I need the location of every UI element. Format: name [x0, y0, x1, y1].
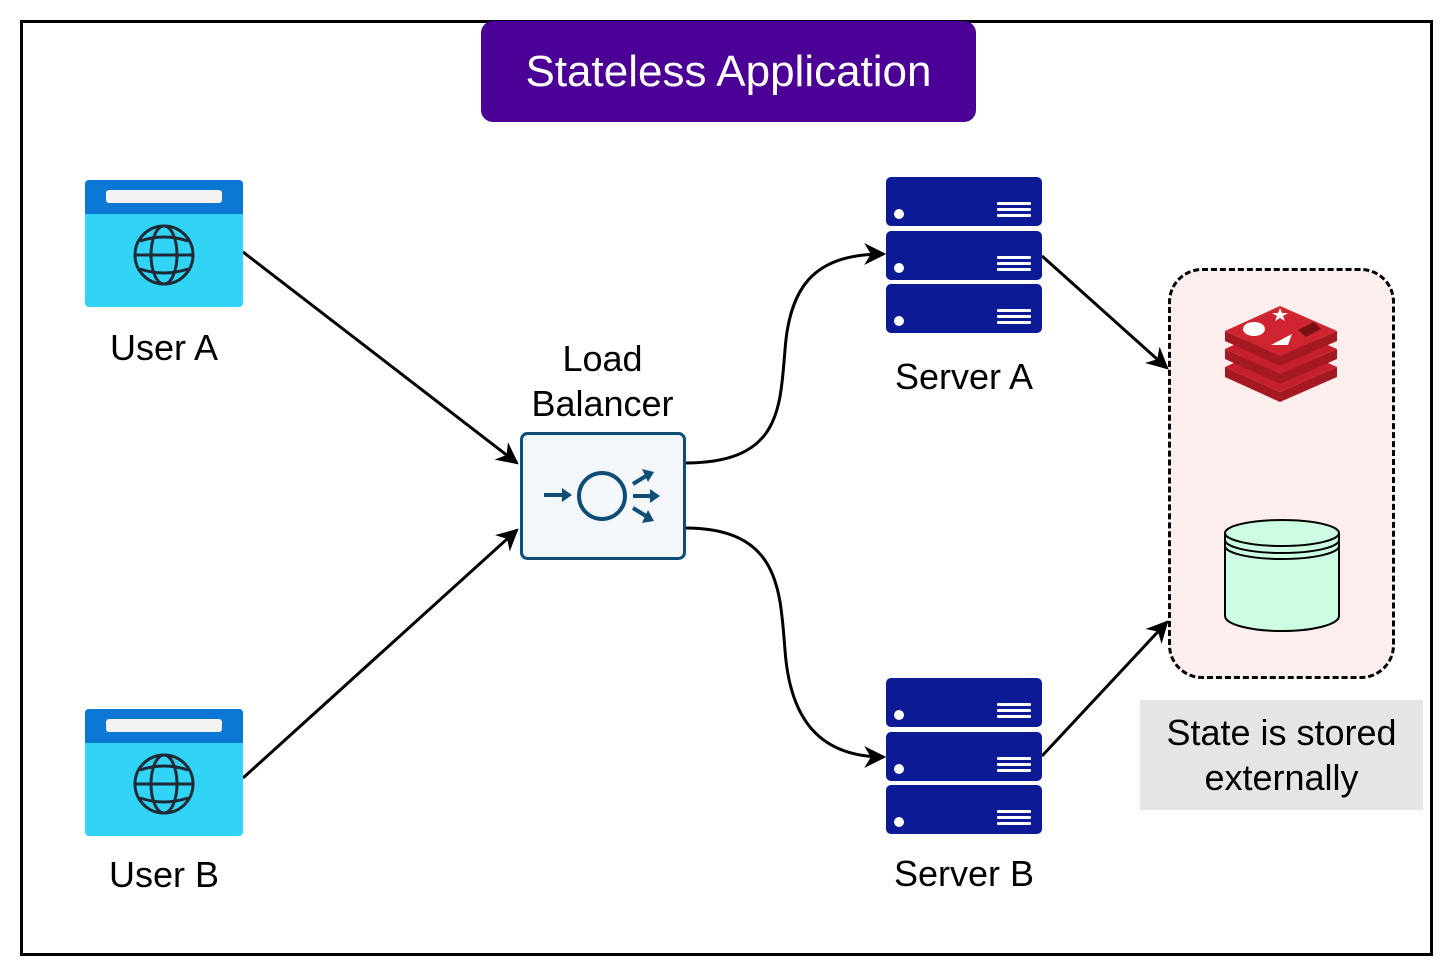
server-rack-icon [886, 177, 1042, 333]
edge-lb-to-server-a [684, 243, 887, 465]
server-a-node [886, 177, 1042, 338]
edge-lb-to-server-b [684, 526, 887, 768]
user-a-label: User A [109, 327, 219, 368]
external-state-note: State is stored externally [1140, 700, 1423, 810]
edge-user-a-to-lb [242, 250, 519, 465]
redis-icon [1225, 306, 1337, 402]
note-line2: externally [1204, 757, 1359, 798]
browser-globe-icon [85, 180, 243, 307]
edge-server-a-to-store [1040, 254, 1169, 370]
load-balancer-label-line1: Load [562, 338, 643, 379]
load-balancer-icon [520, 432, 686, 560]
diagram-title: Stateless Application [481, 21, 976, 122]
edge-user-b-to-lb [241, 528, 519, 780]
load-balancer-label-line2: Balancer [531, 383, 674, 424]
database-cylinder-icon [1224, 519, 1340, 632]
database-node [1222, 518, 1342, 643]
server-b-label: Server B [893, 853, 1035, 894]
server-a-label: Server A [894, 356, 1034, 397]
user-b-node [85, 709, 243, 841]
server-b-node [886, 678, 1042, 839]
cache-node [1222, 305, 1340, 410]
browser-globe-icon [85, 709, 243, 836]
user-a-node [85, 180, 243, 312]
load-balancer-node [520, 432, 686, 565]
diagram-title-text: Stateless Application [525, 46, 932, 96]
note-line1: State is stored [1166, 712, 1397, 753]
edge-server-b-to-store [1040, 620, 1169, 758]
user-b-label: User B [108, 854, 220, 895]
server-rack-icon [886, 678, 1042, 834]
